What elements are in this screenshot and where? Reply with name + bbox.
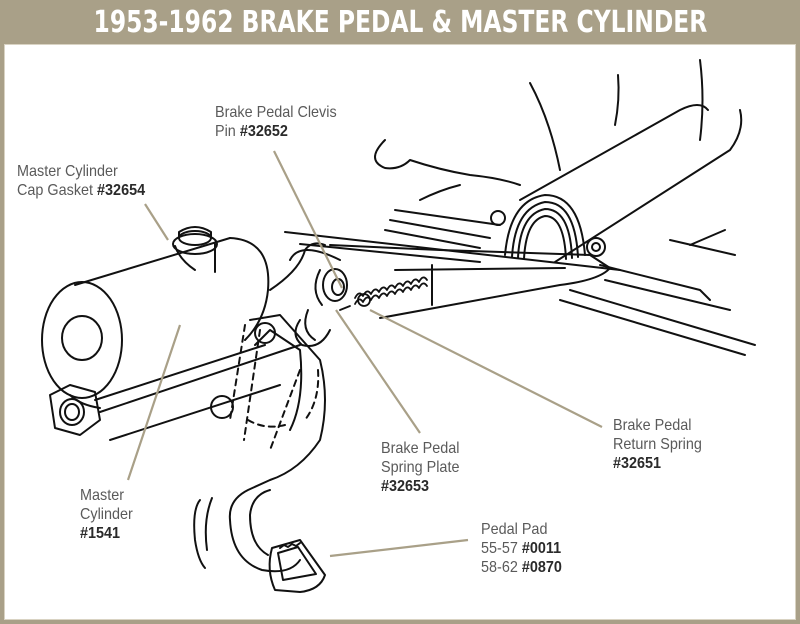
callout-text: Pin [215,123,240,140]
part-number: #0011 [521,540,562,557]
cap-bolt [172,226,218,273]
part-number: #32652 [239,123,288,140]
callout-spring-plate: Brake Pedal Spring Plate #32653 [381,439,459,496]
part-number: #32653 [381,478,430,495]
diagram-panel [4,44,796,620]
callout-cap-gasket: Master Cylinder Cap Gasket #32654 [17,162,145,200]
leader-pedal-pad [329,538,469,558]
leader-clevis-pin [273,150,343,289]
callout-text: Pedal Pad [481,521,548,538]
master-cylinder-body [41,237,326,441]
part-number: #32651 [613,455,662,472]
column-boot [490,194,606,260]
callout-text: Spring Plate [381,459,460,476]
steering-column [519,59,743,263]
callout-clevis-pin: Brake Pedal Clevis Pin #32652 [215,103,337,141]
callout-return-spring: Brake Pedal Return Spring #32651 [613,416,702,473]
callout-text: Brake Pedal Clevis [215,104,337,121]
leader-cap-gasket [144,203,169,241]
callout-text: Brake Pedal [381,440,460,457]
part-number: #32654 [97,182,146,199]
callout-text: Cylinder [80,506,133,523]
pedal-arm-lever [289,244,611,319]
callout-text: Master [80,487,125,504]
leader-return-spring [369,309,603,428]
callout-pedal-pad: Pedal Pad 55-57 #0011 58-62 #0870 [481,520,562,577]
brake-pedal [193,314,326,573]
leader-lines [126,150,603,558]
callout-text: Cap Gasket [17,182,98,199]
leader-master-cylinder [126,324,182,481]
frame-rail [284,231,756,356]
diagram-title: 1953-1962 BRAKE PEDAL & MASTER CYLINDER [93,4,707,40]
callout-text: Brake Pedal [613,417,692,434]
firewall-bracket [374,139,521,249]
callout-text: Master Cylinder [17,163,118,180]
callout-text: Return Spring [613,436,702,453]
leader-spring-plate [335,309,421,434]
header-bar: 1953-1962 BRAKE PEDAL & MASTER CYLINDER [0,0,800,44]
outlet-nut [49,384,101,436]
callout-master-cylinder: Master Cylinder #1541 [80,486,133,543]
return-spring [339,276,428,311]
callout-text: 55-57 [481,540,522,557]
callout-text: 58-62 [481,559,522,576]
pedal-pad [268,539,326,593]
part-number: #0870 [521,559,562,576]
part-number: #1541 [80,525,121,542]
